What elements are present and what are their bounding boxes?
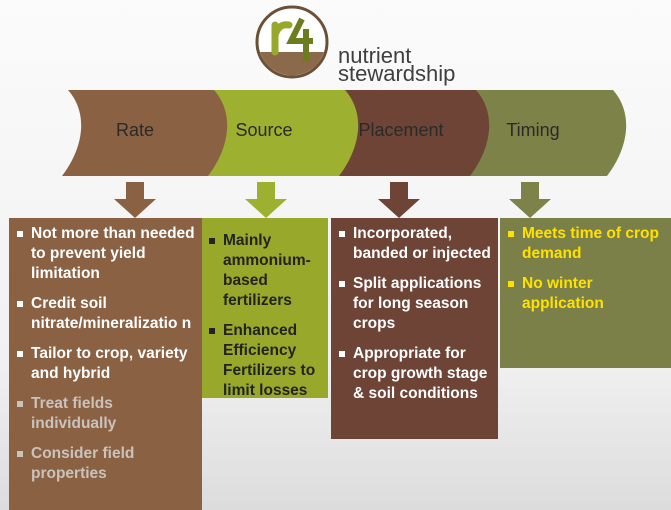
rate-bullet: Credit soil nitrate/mineralizatio n: [15, 294, 196, 334]
tab-label-placement: Placement: [358, 120, 444, 140]
timing-column: Meets time of crop demand No winter appl…: [500, 218, 671, 368]
rate-bullet: Consider field properties: [15, 444, 196, 484]
tab-label-source: Source: [235, 120, 293, 140]
tab-shape-timing: [470, 90, 627, 176]
arrow-source: [245, 182, 287, 218]
timing-bullet: No winter application: [506, 274, 665, 314]
rate-bullet: Not more than needed to prevent yield li…: [15, 224, 196, 284]
tab-label-timing: Timing: [506, 120, 560, 140]
timing-bullet: Meets time of crop demand: [506, 224, 665, 264]
source-bullet: Enhanced Efficiency Fertilizers to limit…: [207, 321, 323, 401]
arrow-timing: [509, 182, 551, 218]
tab-shape-source: [208, 90, 370, 176]
tab-shape-placement: [339, 90, 500, 176]
tab-shape-rate: [62, 90, 241, 176]
rate-bullet: Tailor to crop, variety and hybrid: [15, 344, 196, 384]
rate-bullet: Treat fields individually: [15, 394, 196, 434]
brand-name-line2: stewardship: [338, 61, 456, 86]
rate-column: Not more than needed to prevent yield li…: [9, 218, 202, 510]
tab-label-rate: Rate: [115, 120, 155, 140]
arrow-placement: [378, 182, 420, 218]
arrow-rate: [114, 182, 156, 218]
process-banner: [62, 90, 627, 218]
brand-name-line1: nutrient: [338, 43, 412, 68]
source-column: Mainly ammonium-based fertilizers Enhanc…: [202, 218, 328, 401]
placement-column: Incorporated, banded or injected Split a…: [331, 218, 498, 439]
placement-bullet: Appropriate for crop growth stage & soil…: [337, 344, 492, 404]
placement-bullet: Incorporated, banded or injected: [337, 224, 492, 264]
r4-logo-icon: [255, 5, 329, 79]
placement-bullet: Split applications for long season crops: [337, 274, 492, 334]
source-bullet: Mainly ammonium-based fertilizers: [207, 231, 323, 311]
